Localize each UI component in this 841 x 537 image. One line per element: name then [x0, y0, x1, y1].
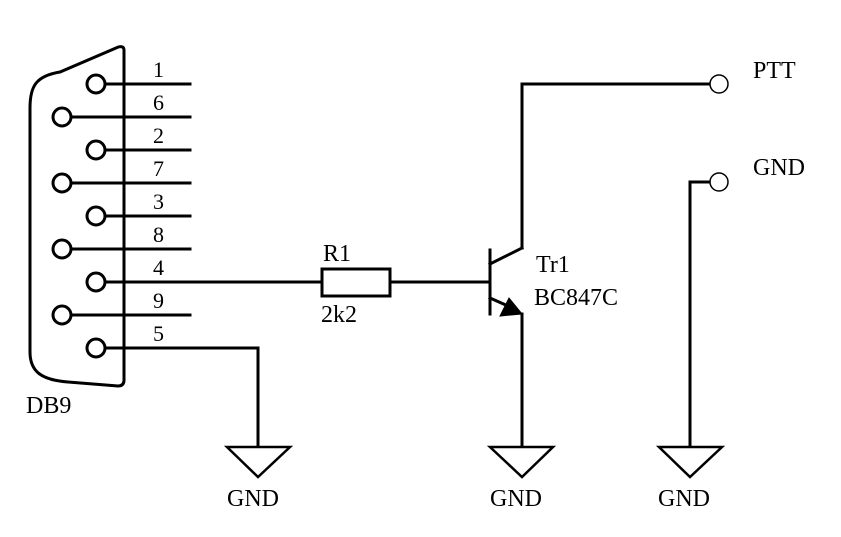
pin-3: 3 [85, 189, 192, 227]
pin-number-label: 2 [153, 123, 164, 148]
pin-contact [51, 304, 73, 326]
pin-1: 1 [85, 57, 192, 95]
pin-number-label: 8 [153, 222, 164, 247]
pin-4: 4 [85, 255, 192, 293]
pin-contact [85, 271, 107, 293]
pin-7: 7 [51, 156, 192, 194]
pin-contact [51, 238, 73, 260]
ground-symbol-2 [486, 445, 557, 479]
resistor-r1 [320, 267, 392, 298]
pin-5: 5 [85, 321, 192, 359]
ground-label-3: GND [658, 486, 710, 512]
pin-contact [85, 337, 107, 359]
db9-pins: 1 6 2 7 3 8 4 9 5 [51, 57, 192, 359]
ground-label-2: GND [490, 486, 542, 512]
ground-label-1: GND [227, 486, 279, 512]
resistor-value: 2k2 [321, 302, 357, 328]
transistor-emitter-arrow [499, 297, 523, 317]
pin-number-label: 6 [153, 90, 164, 115]
pin-number-label: 4 [153, 255, 164, 280]
db9-shell [28, 45, 126, 388]
pin5-ground-wire [188, 346, 260, 448]
transistor-ref: Tr1 [536, 252, 570, 278]
pin-contact [85, 139, 107, 161]
pin-contact [85, 73, 107, 95]
transistor-emitter-leg [488, 296, 510, 308]
ground-symbol-3 [655, 445, 726, 479]
pin-number-label: 9 [153, 288, 164, 313]
pin-number-label: 1 [153, 57, 164, 82]
transistor-part: BC847C [534, 285, 618, 311]
pin-number-label: 3 [153, 189, 164, 214]
connector-label: DB9 [26, 393, 71, 419]
ptt-terminal [709, 74, 729, 94]
gnd-terminal [709, 172, 729, 192]
ground-symbol-1 [223, 445, 294, 479]
gnd-terminal-wire [688, 180, 712, 448]
collector-wire [520, 82, 712, 250]
pin-9: 9 [51, 288, 192, 326]
ptt-label: PTT [753, 58, 796, 84]
pin-contact [85, 205, 107, 227]
pin-8: 8 [51, 222, 192, 260]
pin-contact [51, 172, 73, 194]
pin-contact [51, 106, 73, 128]
resistor-ref: R1 [323, 241, 351, 267]
pin-number-label: 5 [153, 321, 164, 346]
transistor-collector-leg [487, 245, 525, 267]
gnd-terminal-label: GND [753, 155, 805, 181]
pin-number-label: 7 [153, 156, 164, 181]
pin-6: 6 [51, 90, 192, 128]
pin-2: 2 [85, 123, 192, 161]
